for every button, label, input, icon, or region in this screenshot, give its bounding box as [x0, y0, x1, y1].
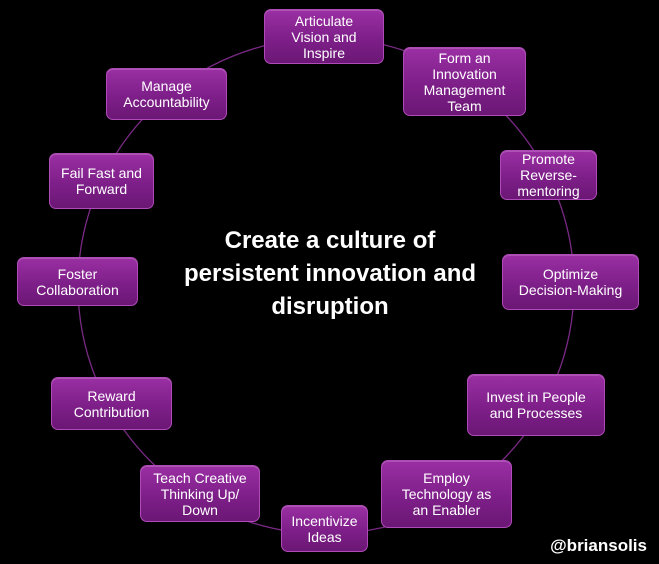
- node-manage-accountability: Manage Accountability: [106, 68, 227, 120]
- node-fail-fast-forward: Fail Fast and Forward: [49, 153, 154, 209]
- node-employ-technology: Employ Technology as an Enabler: [381, 460, 512, 528]
- node-reward-contribution: Reward Contribution: [51, 377, 172, 430]
- author-watermark: @briansolis: [550, 536, 647, 555]
- node-promote-reverse-mentoring: Promote Reverse- mentoring: [500, 150, 597, 200]
- node-form-innovation-team: Form an Innovation Management Team: [403, 47, 526, 116]
- node-invest-people-processes: Invest in People and Processes: [467, 374, 605, 436]
- node-optimize-decision-making: Optimize Decision-Making: [502, 254, 639, 310]
- node-teach-creative-thinking: Teach Creative Thinking Up/ Down: [140, 465, 260, 522]
- center-title: Create a culture of persistent innovatio…: [183, 227, 477, 320]
- node-articulate-vision: Articulate Vision and Inspire: [264, 9, 384, 64]
- node-incentivize-ideas: Incentivize Ideas: [281, 505, 368, 552]
- node-foster-collaboration: Foster Collaboration: [17, 257, 138, 306]
